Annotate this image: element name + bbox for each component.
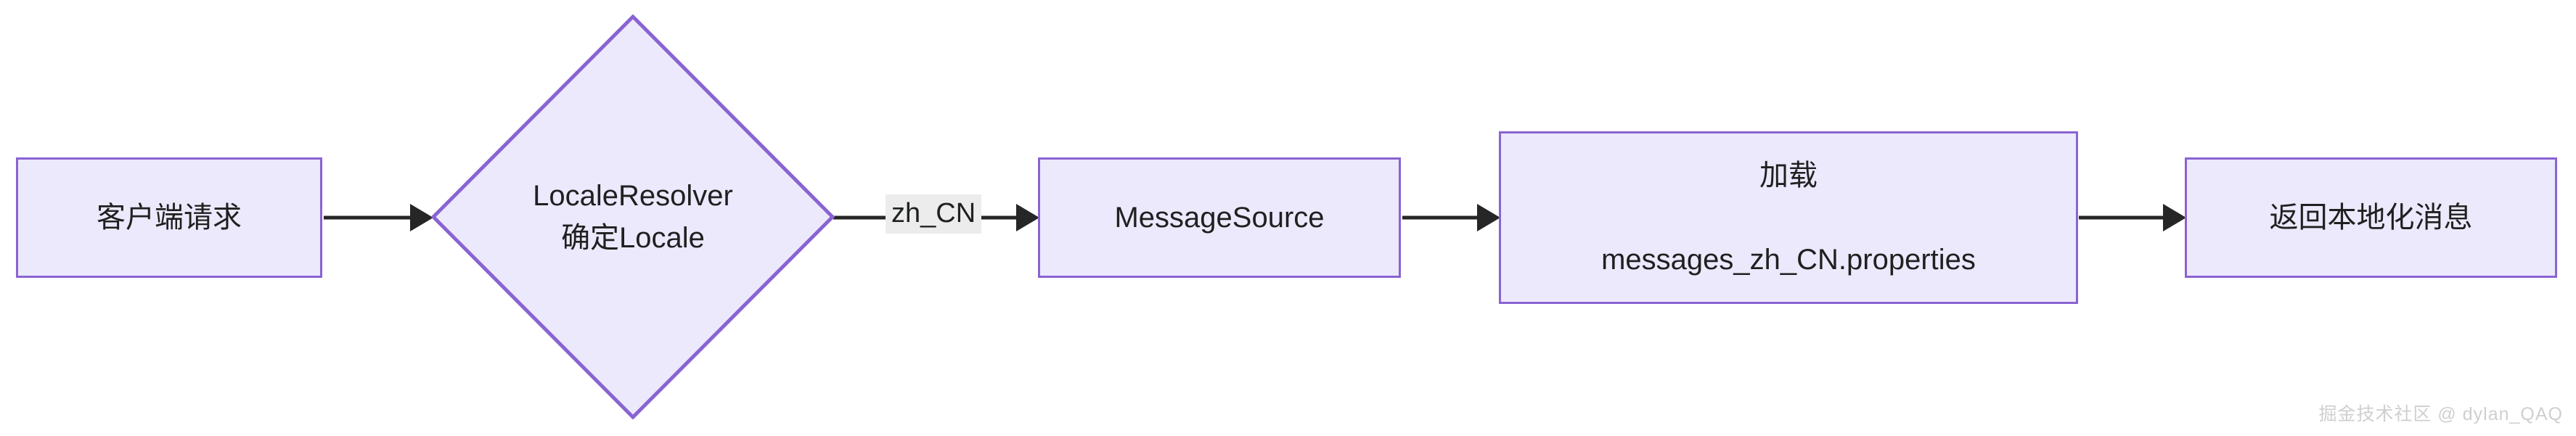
edge-client-to-decision: [324, 204, 433, 231]
node-locale-resolver-decision[interactable]: LocaleResolver 确定Locale: [431, 15, 835, 419]
edge-msgsrc-to-load: [1402, 204, 1500, 231]
node-message-source[interactable]: MessageSource: [1038, 157, 1401, 278]
arrow-right-icon: [410, 204, 433, 231]
arrow-right-icon: [2163, 204, 2186, 231]
edge-load-to-return: [2079, 204, 2186, 231]
arrow-right-icon: [1477, 204, 1500, 231]
node-return-localized-message[interactable]: 返回本地化消息: [2185, 157, 2557, 278]
diamond-shape: [431, 15, 835, 419]
node-load-label-line2: messages_zh_CN.properties: [1601, 244, 1976, 276]
edge-label-zh-cn: zh_CN: [886, 194, 982, 234]
node-client-request[interactable]: 客户端请求: [16, 157, 322, 278]
node-load-properties[interactable]: 加载 messages_zh_CN.properties: [1499, 131, 2078, 304]
node-load-label: 加载 messages_zh_CN.properties: [1601, 112, 1976, 323]
watermark: 掘金技术社区 @ dylan_QAQ: [2318, 404, 2563, 424]
node-load-label-line1: 加载: [1759, 160, 1817, 192]
arrow-right-icon: [1016, 204, 1039, 231]
